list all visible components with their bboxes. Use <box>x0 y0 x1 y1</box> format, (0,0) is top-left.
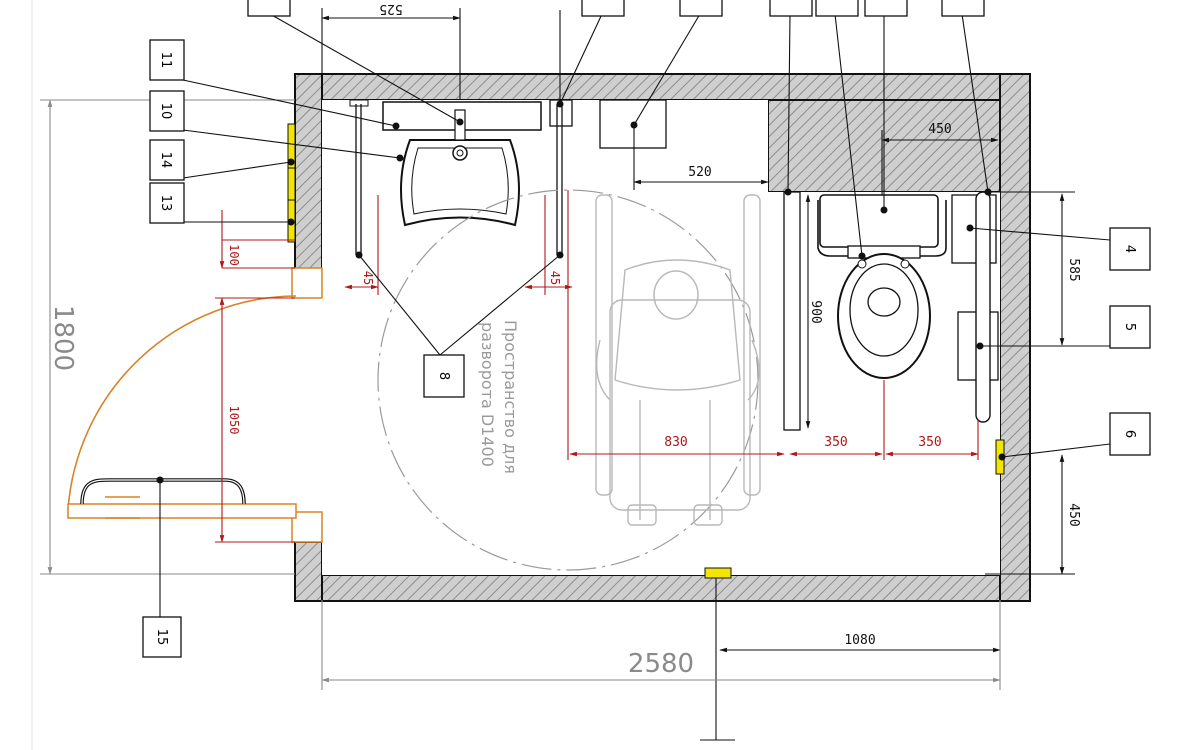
dim-overall-height: 1800 <box>48 305 78 371</box>
svg-text:14: 14 <box>158 152 173 169</box>
dim-left-clear-2: 45 <box>548 271 562 285</box>
callout-11: 11 <box>149 39 185 81</box>
overall-dimension-labels: 1800 2580 <box>48 305 694 679</box>
callout-10: 10 <box>149 90 185 132</box>
door-jambs <box>291 267 323 543</box>
dim-button-height: 450 <box>1066 503 1081 526</box>
svg-text:15: 15 <box>154 629 169 646</box>
bottom-wall-element <box>704 567 732 579</box>
svg-text:5: 5 <box>1122 323 1137 331</box>
callout-8: 8 <box>423 354 465 398</box>
callout-15: 15 <box>142 616 182 658</box>
dimensions-black <box>321 8 1075 741</box>
turning-space-label: Пространство для разворота D1400 <box>478 320 520 474</box>
callout-4: 4 <box>1109 227 1151 271</box>
dim-left-clear-1: 45 <box>361 271 375 285</box>
leader-dots <box>156 100 1006 484</box>
wall-left-lower <box>294 541 323 602</box>
door-swing-arc <box>67 295 297 511</box>
svg-text:8: 8 <box>436 372 451 380</box>
top-callout-boxes <box>247 0 985 17</box>
left-grab-bar <box>783 191 801 431</box>
red-dimension-labels: 100 1050 45 45 830 350 350 <box>227 244 942 450</box>
dim-axis-350-a: 350 <box>824 435 847 450</box>
dim-door-width: 1050 <box>227 406 241 435</box>
grab-bar-top-left <box>349 99 369 107</box>
svg-text:6: 6 <box>1122 430 1137 438</box>
turning-label-line2: разворота D1400 <box>478 322 497 467</box>
dim-shelf-offset: 520 <box>688 165 711 180</box>
dim-top-sink: 525 <box>379 1 402 16</box>
svg-text:11: 11 <box>158 52 173 69</box>
callout-14: 14 <box>149 139 185 181</box>
toilet-cistern <box>819 194 939 248</box>
door-leaf <box>67 503 297 519</box>
grab-bar-top-right <box>549 99 573 127</box>
callout-13: 13 <box>149 182 185 224</box>
door <box>67 295 297 519</box>
dim-unit-width: 450 <box>928 122 951 137</box>
room-interior <box>322 100 768 575</box>
door-grab-bar <box>80 478 246 505</box>
dim-overall-width: 2580 <box>628 649 694 679</box>
dim-right-depth: 585 <box>1066 258 1081 281</box>
callout-5: 5 <box>1109 305 1151 349</box>
leader-lines <box>159 10 1111 617</box>
dim-axis-350-b: 350 <box>918 435 941 450</box>
wall-right <box>999 73 1031 602</box>
toilet <box>817 194 947 379</box>
wheelchair-user <box>595 194 761 526</box>
svg-text:10: 10 <box>158 103 173 120</box>
dim-door-gap: 100 <box>227 244 241 266</box>
right-grab-bar <box>975 191 991 423</box>
wall-bottom <box>294 574 1031 602</box>
callout-6: 6 <box>1109 412 1151 456</box>
dim-clear-830: 830 <box>664 435 687 450</box>
svg-text:13: 13 <box>158 195 173 212</box>
dim-bottom-offset: 1080 <box>844 633 875 648</box>
turning-label-line1: Пространство для <box>501 320 520 474</box>
dimension-labels: 525 450 520 585 900 450 1080 <box>379 1 1081 648</box>
sink-area <box>349 99 667 227</box>
dim-grab-height: 900 <box>808 300 823 323</box>
wall-left-upper <box>294 73 323 271</box>
sink-grab-bars <box>355 104 563 255</box>
dimensions-grey <box>40 99 1001 690</box>
svg-text:4: 4 <box>1122 245 1137 253</box>
